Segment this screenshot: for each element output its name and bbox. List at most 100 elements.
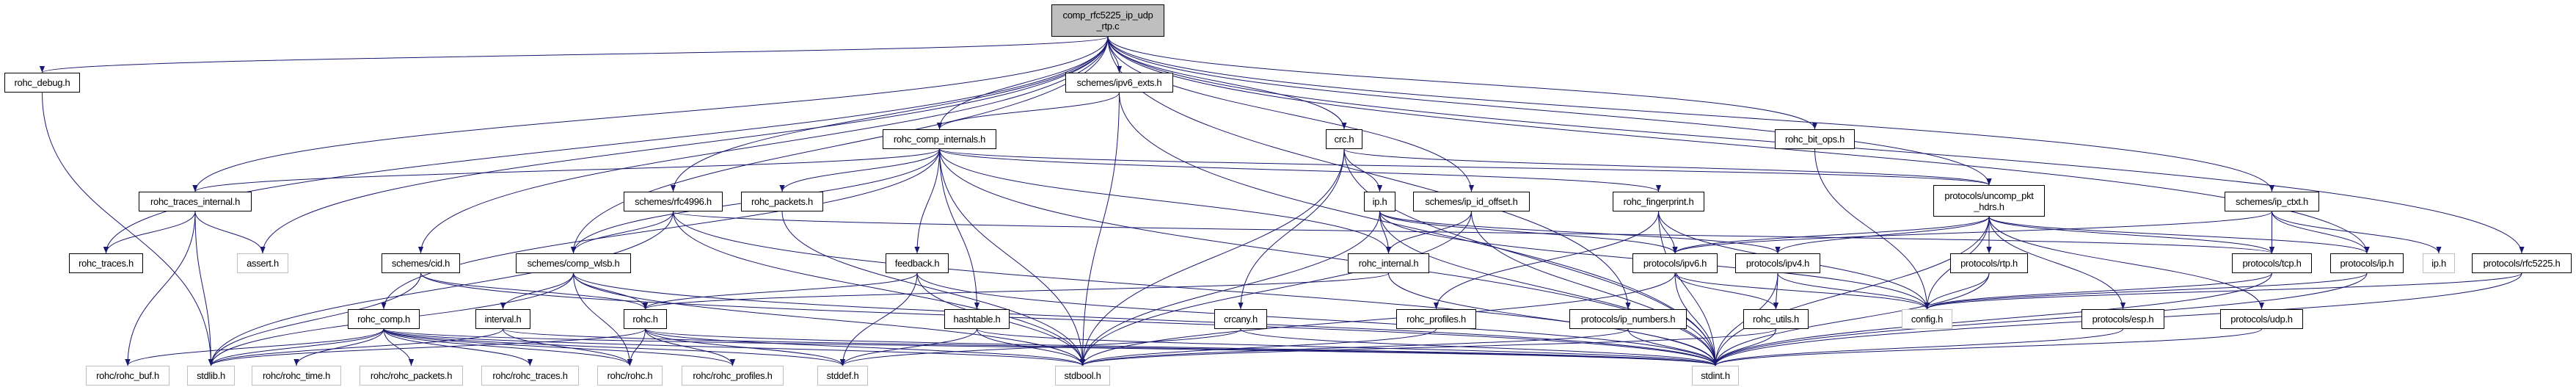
node-traces_internal[interactable]: rohc_traces_internal.h — [139, 192, 252, 211]
node-comp_wlsb[interactable]: schemes/comp_wlsb.h — [516, 253, 631, 273]
edge-comp_wlsb-to-interval — [500, 272, 574, 310]
edge-comp_internals-to-traces_internal — [192, 148, 940, 192]
node-ip_id_offset[interactable]: schemes/ip_id_offset.h — [1413, 192, 1530, 211]
node-rr_profiles: rohc/rohc_profiles.h — [682, 366, 784, 386]
node-ip_numbers[interactable]: protocols/ip_numbers.h — [1569, 309, 1687, 329]
node-label: crc.h — [1334, 134, 1354, 145]
edge-main-to-ip_id_offset — [1107, 36, 1475, 192]
edge-rohc_comp-to-rohc_buf — [125, 328, 384, 366]
node-label: rohc_utils.h — [1753, 314, 1799, 325]
node-interval[interactable]: interval.h — [475, 309, 530, 329]
node-tcp[interactable]: protocols/tcp.h — [2232, 253, 2312, 273]
node-ipv6_exts[interactable]: schemes/ipv6_exts.h — [1065, 73, 1173, 93]
edge-rohc_internal-to-stdint — [1388, 272, 1718, 366]
node-rohc_traces[interactable]: rohc_traces.h — [69, 253, 143, 273]
edge-ip_ctxt-to-iph_ext — [2272, 211, 2442, 254]
node-proto_ip[interactable]: protocols/ip.h — [2330, 253, 2404, 273]
edge-ipv6_exts-to-stdbool — [1079, 92, 1120, 366]
node-rohc_packets[interactable]: rohc_packets.h — [741, 192, 823, 211]
edge-rohc_comp-to-rr_traces — [383, 328, 533, 366]
node-fingerprint[interactable]: rohc_fingerprint.h — [1613, 192, 1704, 211]
edge-crcany-to-stddef — [840, 328, 1241, 366]
edge-ipv6-to-rohc_utils — [1674, 272, 1779, 310]
edge-rohc_comp-to-rohc_time — [293, 328, 384, 366]
node-ipv6[interactable]: protocols/ipv6.h — [1632, 253, 1718, 273]
node-rr_rohc: rohc/rohc.h — [597, 366, 663, 386]
edge-comp_internals-to-rohc_internal — [939, 148, 1392, 254]
edge-rohch-to-stddef — [645, 328, 846, 366]
node-label: schemes/ip_id_offset.h — [1425, 196, 1518, 207]
edge-rohc_comp-to-rr_rohc — [383, 328, 632, 366]
edge-iph-to-rohc_internal — [1379, 211, 1392, 254]
node-rohc_internal[interactable]: rohc_internal.h — [1348, 253, 1429, 273]
node-crc[interactable]: crc.h — [1326, 129, 1362, 149]
edge-fingerprint-to-ipv6 — [1658, 211, 1678, 254]
node-stdint: stdint.h — [1692, 366, 1739, 386]
node-feedback[interactable]: feedback.h — [886, 253, 949, 273]
node-uncomp[interactable]: protocols/uncomp_pkt _hdrs.h — [1933, 185, 2045, 217]
edge-ipv6_exts-to-comp_internals — [936, 92, 1120, 130]
node-udp[interactable]: protocols/udp.h — [2220, 309, 2303, 329]
edge-fingerprint-to-rohc_profiles — [1433, 211, 1659, 310]
node-assert: assert.h — [237, 253, 288, 273]
edge-ip_id_offset-to-stdint — [1471, 211, 1718, 366]
edge-main-to-rohc_debug — [40, 36, 1109, 73]
node-iph_ext: ip.h — [2423, 253, 2455, 273]
node-label: stdint.h — [1701, 370, 1730, 381]
edge-comp_internals-to-uncomp — [939, 148, 1992, 186]
edge-comp_wlsb-to-rohch — [573, 272, 649, 310]
node-esp[interactable]: protocols/esp.h — [2081, 309, 2164, 329]
node-rtp[interactable]: protocols/rtp.h — [1950, 253, 2028, 273]
edge-comp_internals-to-fingerprint — [939, 148, 1661, 192]
node-rfc4996[interactable]: schemes/rfc4996.h — [624, 192, 723, 211]
edge-ipv4-to-config — [1777, 272, 1930, 310]
node-label: stdlib.h — [197, 370, 225, 381]
node-rr_traces: rohc/rohc_traces.h — [481, 366, 579, 386]
node-ipv4[interactable]: protocols/ipv4.h — [1735, 253, 1820, 273]
node-rohc_utils[interactable]: rohc_utils.h — [1743, 309, 1809, 329]
node-label: stdbool.h — [1064, 370, 1101, 381]
edge-crcany-to-stdint — [1240, 328, 1718, 366]
node-rohc_buf: rohc/rohc_buf.h — [86, 366, 169, 386]
edge-comp_wlsb-to-stdbool — [573, 272, 1086, 366]
edge-udp-to-stdint — [1712, 328, 2262, 366]
node-hashtable[interactable]: hashtable.h — [944, 309, 1010, 329]
edge-uncomp-to-ipv6 — [1672, 216, 1990, 254]
node-rohch[interactable]: rohc.h — [624, 309, 667, 329]
node-iph[interactable]: ip.h — [1364, 192, 1395, 211]
edge-crc-to-uncomp — [1343, 148, 1992, 186]
edge-ip_id_offset-to-rohc_internal — [1385, 211, 1472, 254]
node-crcany[interactable]: crcany.h — [1214, 309, 1267, 329]
node-main: comp_rfc5225_ip_udp _rtp.c — [1051, 4, 1164, 37]
node-cid[interactable]: schemes/cid.h — [382, 253, 460, 273]
edge-rohc_comp-to-rr_packets — [383, 328, 415, 366]
node-rfc5225[interactable]: protocols/rfc5225.h — [2472, 253, 2572, 273]
edge-main-to-bit_ops — [1107, 36, 1817, 130]
edge-main-to-comp_wlsb — [570, 36, 1109, 254]
edge-main-to-assert — [260, 36, 1109, 254]
edge-rohc_utils-to-stdbool — [1080, 328, 1776, 366]
node-label: schemes/rfc4996.h — [635, 196, 712, 207]
edge-traces_internal-to-rohc_traces — [103, 211, 196, 254]
node-label: rohc_traces.h — [79, 258, 134, 269]
node-rohc_debug[interactable]: rohc_debug.h — [4, 73, 80, 93]
edge-interval-to-rr_rohc — [503, 328, 633, 366]
node-label: rohc/rohc_profiles.h — [693, 370, 773, 381]
node-label: schemes/ip_ctxt.h — [2236, 196, 2308, 207]
node-label: ip.h — [2431, 258, 2446, 269]
node-ip_ctxt[interactable]: schemes/ip_ctxt.h — [2225, 192, 2319, 211]
node-rohc_profiles[interactable]: rohc_profiles.h — [1396, 309, 1476, 329]
node-label: protocols/esp.h — [2092, 314, 2154, 325]
edge-rfc4996-to-stdbool — [673, 211, 1086, 366]
node-rohc_time: rohc/rohc_time.h — [252, 366, 341, 386]
edge-proto_ip-to-stdint — [1712, 272, 2368, 366]
edge-ip_id_offset-to-stdbool — [1079, 211, 1472, 366]
node-label: rohc/rohc_buf.h — [96, 370, 159, 381]
node-label: schemes/cid.h — [391, 258, 450, 269]
node-label: crcany.h — [1224, 314, 1258, 325]
node-rohc_comp[interactable]: rohc_comp.h — [348, 309, 420, 329]
node-label: rohc.h — [632, 314, 658, 325]
node-comp_internals[interactable]: rohc_comp_internals.h — [883, 129, 996, 149]
node-bit_ops[interactable]: rohc_bit_ops.h — [1775, 129, 1855, 149]
edge-fingerprint-to-stdint — [1658, 211, 1718, 366]
